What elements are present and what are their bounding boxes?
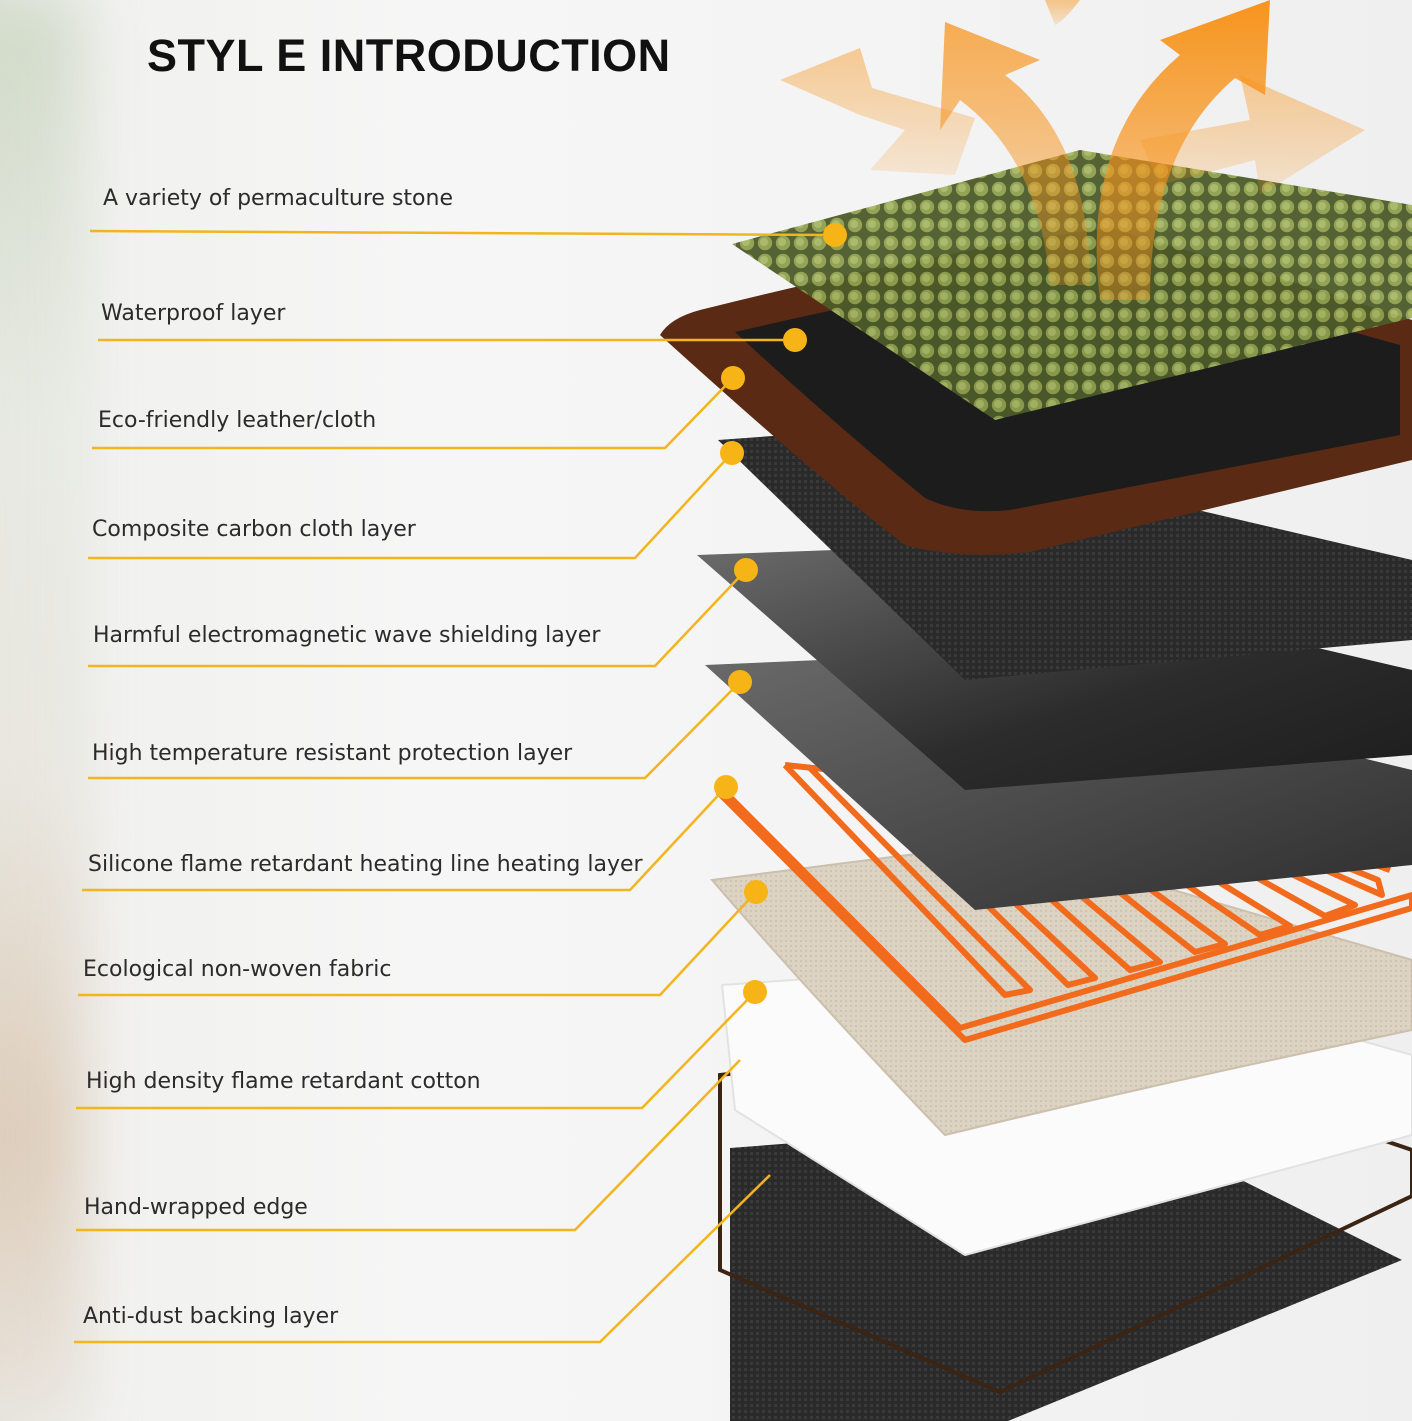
- leader-line-6: [88, 681, 741, 780]
- layer-label-high-temp-protection: High temperature resistant protection la…: [92, 741, 573, 766]
- leader-line-1: [89, 229, 836, 237]
- marker-dot-6: [728, 670, 752, 694]
- leader-line-8: [78, 891, 757, 997]
- layer-label-eco-leather: Eco-friendly leather/cloth: [98, 408, 377, 433]
- layer-label-permaculture-stone: A variety of permaculture stone: [103, 186, 453, 211]
- layer-label-em-shielding: Harmful electromagnetic wave shielding l…: [93, 623, 601, 648]
- leader-line-9: [76, 991, 756, 1110]
- marker-dot-5: [734, 558, 758, 582]
- non-woven-fabric-layer: [710, 840, 1412, 1137]
- layer-label-carbon-cloth: Composite carbon cloth layer: [92, 517, 416, 542]
- layer-label-waterproof: Waterproof layer: [101, 301, 286, 326]
- heat-arrows: [780, 0, 1365, 300]
- marker-dot-2: [783, 328, 807, 352]
- marker-dot-4: [720, 441, 744, 465]
- background-blur: [0, 0, 80, 1421]
- leader-line-7: [82, 786, 727, 892]
- marker-dot-3: [721, 366, 745, 390]
- marker-dot-1: [823, 223, 847, 247]
- layer-label-non-woven-fabric: Ecological non-woven fabric: [83, 957, 392, 982]
- leader-line-5: [88, 569, 747, 668]
- leader-line-3: [92, 377, 734, 450]
- layer-label-heating-line: Silicone flame retardant heating line he…: [88, 852, 643, 877]
- leader-line-4: [88, 452, 733, 560]
- layer-label-flame-retardant-cotton: High density flame retardant cotton: [86, 1069, 481, 1094]
- leader-line-10: [76, 1059, 741, 1232]
- layer-label-anti-dust-backing: Anti-dust backing layer: [83, 1304, 339, 1329]
- leader-line-11: [74, 1174, 771, 1344]
- marker-dot-7: [714, 775, 738, 799]
- layer-label-hand-wrapped-edge: Hand-wrapped edge: [84, 1195, 308, 1220]
- marker-dot-8: [744, 880, 768, 904]
- marker-dot-9: [743, 980, 767, 1004]
- page-title: STYL E INTRODUCTION: [147, 30, 671, 81]
